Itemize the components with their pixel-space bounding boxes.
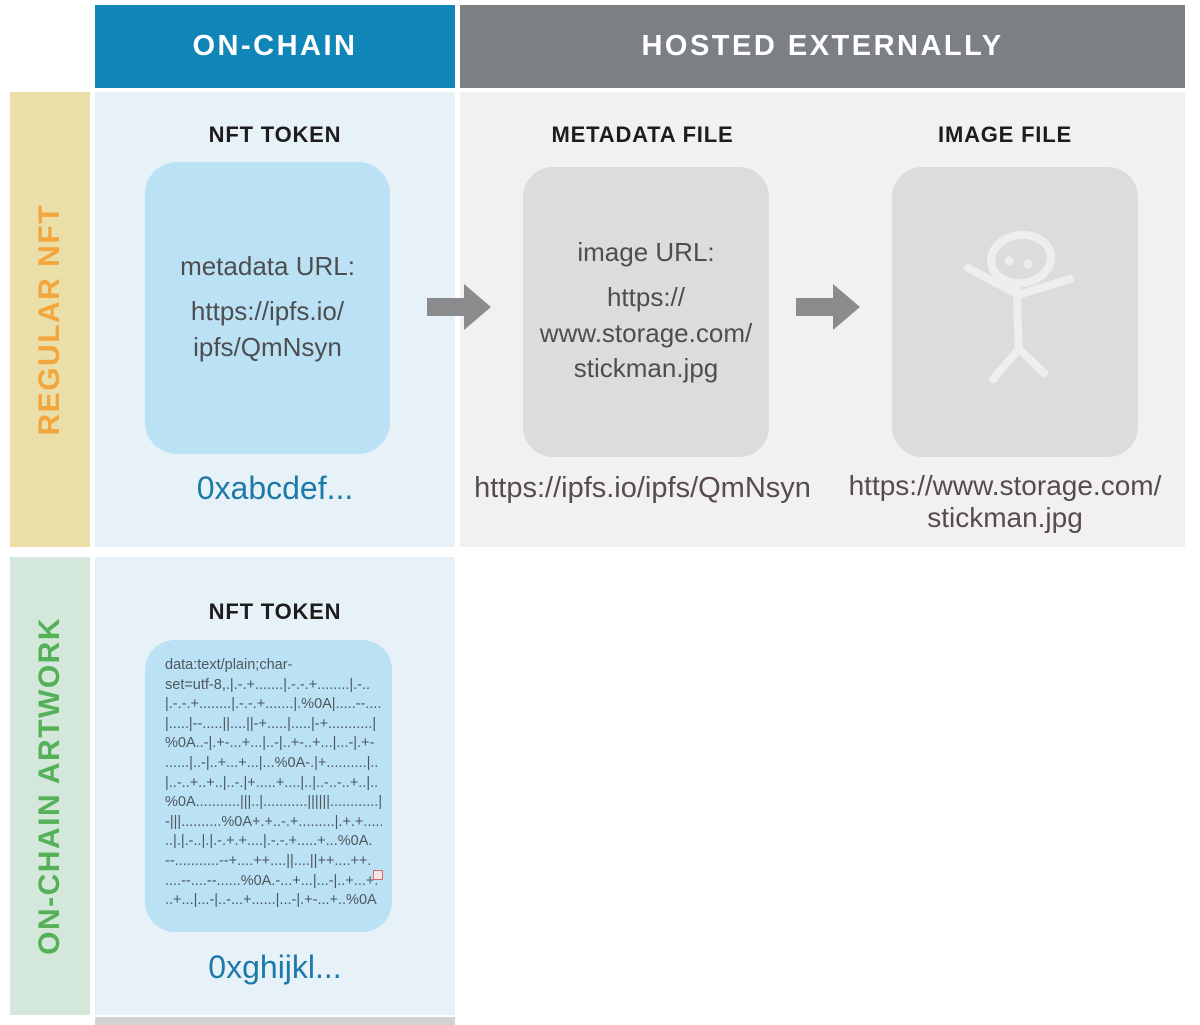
hosted-externally-panel: METADATA FILE image URL: https:// www.st…: [460, 92, 1185, 547]
image-url-label: image URL:: [577, 236, 715, 267]
hosted-externally-column-header: HOSTED EXTERNALLY: [460, 5, 1185, 88]
image-file-box: [892, 167, 1138, 457]
metadata-url-label: metadata URL:: [180, 250, 355, 281]
data-uri-ascii-art: data:text/plain;char- set=utf-8,.|.-.+..…: [165, 657, 382, 909]
bottom-edge-strip: [95, 1017, 455, 1025]
nft-token-heading: NFT TOKEN: [208, 122, 342, 147]
metadata-url-value: https://ipfs.io/ ipfs/QmNsyn: [190, 295, 345, 362]
on-chain-artwork-row-label: ON-CHAIN ARTWORK: [33, 617, 66, 955]
token-address-caption: 0xghijkl...: [208, 949, 342, 985]
stickman-icon: [964, 230, 1074, 383]
image-file-column: IMAGE FILE https://www.storage.com/ stic: [825, 92, 1185, 547]
image-file-heading: IMAGE FILE: [938, 122, 1072, 147]
missing-glyph-icon: [373, 870, 383, 880]
regular-nft-row-bar: REGULAR NFT: [10, 92, 90, 547]
image-file-url-caption: https://www.storage.com/ stickman.jpg: [848, 470, 1162, 534]
metadata-file-heading: METADATA FILE: [551, 122, 734, 147]
token-address-caption: 0xabcdef...: [196, 470, 354, 506]
on-chain-column-header: ON-CHAIN: [95, 5, 455, 88]
nft-token-data-box: data:text/plain;char- set=utf-8,.|.-.+..…: [145, 640, 392, 932]
arrow-right-icon: [796, 284, 860, 330]
metadata-file-box: image URL: https:// www.storage.com/ sti…: [523, 167, 769, 457]
on-chain-artwork-row-bar: ON-CHAIN ARTWORK: [10, 557, 90, 1015]
nft-token-heading: NFT TOKEN: [208, 599, 342, 624]
on-chain-artwork-panel: NFT TOKEN data:text/plain;char- set=utf-…: [95, 557, 455, 1015]
image-url-value: https:// www.storage.com/ stickman.jpg: [539, 281, 753, 384]
regular-nft-on-chain-panel: NFT TOKEN metadata URL: https://ipfs.io/…: [95, 92, 455, 547]
metadata-file-column: METADATA FILE image URL: https:// www.st…: [460, 92, 825, 547]
metadata-file-url-caption: https://ipfs.io/ipfs/QmNsyn: [474, 472, 811, 504]
on-chain-header-label: ON-CHAIN: [192, 30, 358, 62]
regular-nft-row-label: REGULAR NFT: [33, 203, 66, 436]
arrow-right-icon: [427, 284, 491, 330]
hosted-header-label: HOSTED EXTERNALLY: [641, 30, 1004, 62]
nft-token-box: metadata URL: https://ipfs.io/ ipfs/QmNs…: [145, 162, 390, 454]
